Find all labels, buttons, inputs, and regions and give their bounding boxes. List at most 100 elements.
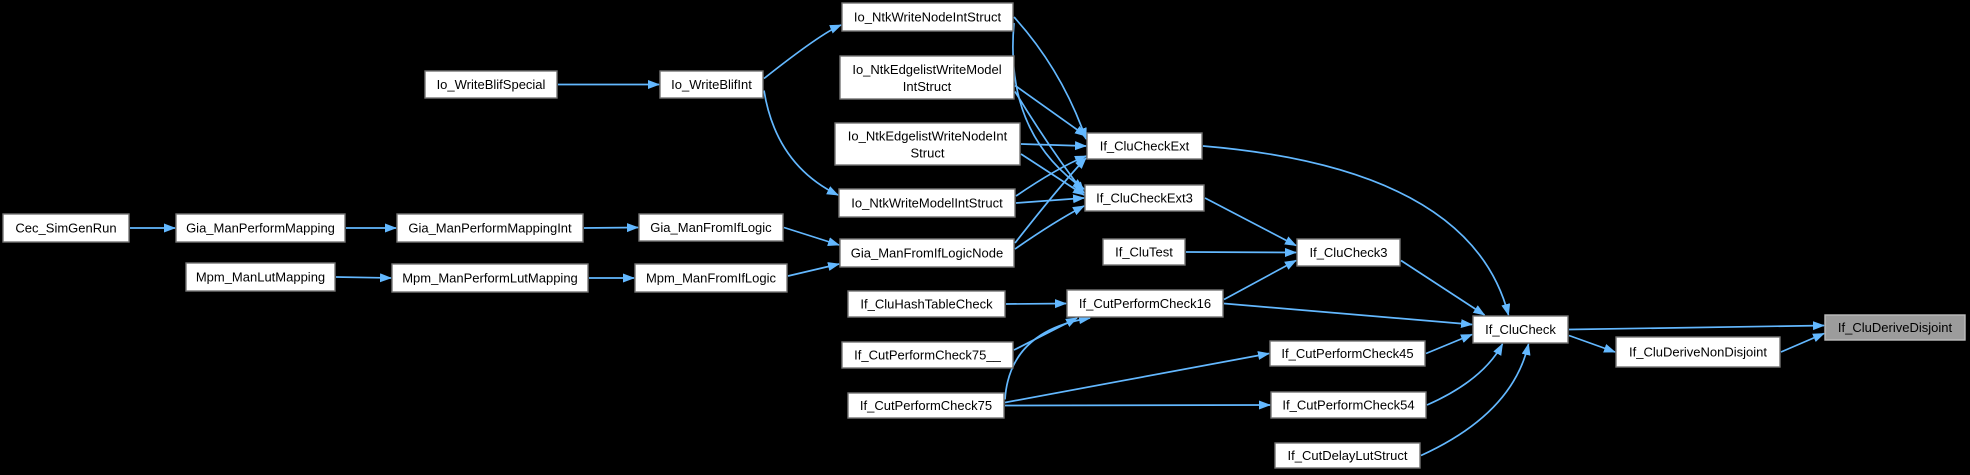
node-box-io_ntkedgelistwritenodeintstruct	[834, 122, 1021, 166]
node-label-if_clucheck: If_CluCheck	[1485, 322, 1556, 337]
node-label-if_cutdelaylutstruct: If_CutDelayLutStruct	[1288, 448, 1408, 463]
node-box-io_ntkedgelistwritemodelintstruct	[839, 55, 1015, 100]
node-box-mpm_manperformlutmapping	[391, 263, 589, 293]
edge-gia_manfromiflogic-gia_manfromiflogicnode	[783, 226, 840, 246]
node-label-if_cluhashtablecheck: If_CluHashTableCheck	[860, 297, 993, 312]
node-label-if_clucheck3: If_CluCheck3	[1309, 245, 1387, 260]
node-box-io_ntkwritenodeintstruct	[841, 2, 1014, 32]
node-if_cutdelaylutstruct[interactable]: If_CutDelayLutStruct	[1274, 442, 1421, 469]
node-label-gia_manfromiflogicnode: Gia_ManFromIfLogicNode	[851, 246, 1003, 261]
node-box-if_cutperformcheck75__	[841, 341, 1014, 369]
node-label-io_ntkedgelistwritenodeintstruct: Io_NtkEdgelistWriteNodeInt	[848, 129, 1008, 144]
edge-if_clucheck-if_cluderivenondisjoint	[1568, 334, 1616, 353]
node-cec_simgenrun[interactable]: Cec_SimGenRun	[2, 213, 130, 243]
node-box-mpm_manfromiflogic	[634, 263, 788, 293]
node-if_clutest[interactable]: If_CluTest	[1102, 238, 1186, 266]
node-io_ntkwritemodelintstruct[interactable]: Io_NtkWriteModelIntStruct	[838, 188, 1016, 218]
edge-gia_manfromiflogicnode-if_clucheckext3	[1014, 205, 1085, 250]
node-gia_manperformmappingint[interactable]: Gia_ManPerformMappingInt	[396, 213, 584, 243]
node-box-if_cutdelaylutstruct	[1274, 442, 1421, 469]
node-label-gia_manperformmapping: Gia_ManPerformMapping	[186, 221, 335, 236]
node-box-io_writeblifint	[659, 70, 764, 99]
node-box-if_clucheckext	[1086, 132, 1203, 160]
node-label-io_ntkedgelistwritemodelintstruct: Io_NtkEdgelistWriteModel	[852, 62, 1001, 77]
edge-if_cutperformcheck16-if_clucheck	[1223, 302, 1473, 329]
node-label-if_cutperformcheck75__: If_CutPerformCheck75__	[854, 348, 1001, 363]
edge-io_ntkedgelistwritenodeintstruct-if_clucheckext	[1020, 141, 1087, 151]
edge-if_cutperformcheck54-if_clucheck	[1426, 343, 1504, 406]
node-if_cutperformcheck45[interactable]: If_CutPerformCheck45	[1269, 340, 1426, 367]
edge-if_cluhashtablecheck-if_cutperformcheck16	[1005, 299, 1067, 309]
node-label-if_cutperformcheck54: If_CutPerformCheck54	[1282, 398, 1414, 413]
edge-gia_manfromiflogicnode-if_clucheckext	[1014, 157, 1087, 244]
node-if_clucheck3[interactable]: If_CluCheck3	[1296, 238, 1401, 267]
node-label-if_clutest: If_CluTest	[1115, 245, 1173, 260]
edge-mpm_manfromiflogic-gia_manfromiflogicnode	[787, 262, 840, 277]
node-box-if_cutperformcheck75	[847, 392, 1005, 419]
edge-if_clucheck-if_cluderivedisjoint	[1568, 321, 1825, 331]
node-box-if_cutperformcheck45	[1269, 340, 1426, 367]
edge-layer	[130, 16, 1825, 457]
node-gia_manfromiflogicnode[interactable]: Gia_ManFromIfLogicNode	[839, 238, 1015, 268]
node-label-if_clucheckext3: If_CluCheckExt3	[1096, 191, 1193, 206]
node-if_cutperformcheck75[interactable]: If_CutPerformCheck75	[847, 392, 1005, 419]
node-if_cutperformcheck75__[interactable]: If_CutPerformCheck75__	[841, 341, 1014, 369]
node-label-mpm_manperformlutmapping: Mpm_ManPerformLutMapping	[402, 271, 578, 286]
edge-io_ntkedgelistwritenodeintstruct-if_clucheckext3	[1020, 153, 1085, 196]
node-gia_manfromiflogic[interactable]: Gia_ManFromIfLogic	[638, 213, 784, 242]
node-box-if_clucheck3	[1296, 238, 1401, 267]
node-box-gia_manperformmapping	[175, 213, 346, 243]
node-box-if_cluderivedisjoint	[1824, 314, 1966, 341]
node-label-gia_manfromiflogic: Gia_ManFromIfLogic	[650, 220, 772, 235]
edge-if_cutperformcheck45-if_clucheck	[1425, 333, 1473, 355]
node-io_writeblifspecial[interactable]: Io_WriteBlifSpecial	[424, 70, 558, 99]
node-if_clucheckext[interactable]: If_CluCheckExt	[1086, 132, 1203, 160]
node-if_clucheckext3[interactable]: If_CluCheckExt3	[1084, 184, 1205, 212]
node-label-if_cutperformcheck45: If_CutPerformCheck45	[1281, 346, 1413, 361]
node-mpm_manlutmapping[interactable]: Mpm_ManLutMapping	[185, 262, 336, 292]
node-io_writeblifint[interactable]: Io_WriteBlifInt	[659, 70, 764, 99]
edge-if_cutdelaylutstruct-if_clucheck	[1420, 343, 1531, 457]
node-label-if_clucheckext: If_CluCheckExt	[1100, 139, 1190, 154]
node-box-io_ntkwritemodelintstruct	[838, 188, 1016, 218]
node-box-if_cutperformcheck54	[1270, 391, 1427, 419]
node-box-gia_manfromiflogicnode	[839, 238, 1015, 268]
node-label-io_ntkwritemodelintstruct: Io_NtkWriteModelIntStruct	[851, 196, 1003, 211]
node-label-io_ntkedgelistwritemodelintstruct-line2: IntStruct	[903, 79, 952, 94]
node-if_clucheck[interactable]: If_CluCheck	[1472, 315, 1569, 344]
edge-mpm_manlutmapping-mpm_manperformlutmapping	[335, 273, 392, 283]
node-if_cluderivedisjoint: If_CluDeriveDisjoint	[1824, 314, 1966, 341]
edge-gia_manperformmappingint-gia_manfromiflogic	[583, 223, 639, 233]
node-label-io_writeblifint: Io_WriteBlifInt	[671, 77, 752, 92]
edge-io_writeblifint-io_ntkwritemodelintstruct	[763, 90, 839, 196]
node-box-gia_manperformmappingint	[396, 213, 584, 243]
node-label-if_cutperformcheck75: If_CutPerformCheck75	[860, 398, 992, 413]
node-io_ntkwritenodeintstruct[interactable]: Io_NtkWriteNodeIntStruct	[841, 2, 1014, 32]
node-gia_manperformmapping[interactable]: Gia_ManPerformMapping	[175, 213, 346, 243]
edge-if_cutperformcheck16-if_clucheck3	[1223, 259, 1297, 301]
node-box-if_cluderivenondisjoint	[1615, 336, 1781, 368]
node-if_cutperformcheck16[interactable]: If_CutPerformCheck16	[1066, 289, 1224, 318]
node-mpm_manperformlutmapping[interactable]: Mpm_ManPerformLutMapping	[391, 263, 589, 293]
node-label-if_cutperformcheck16: If_CutPerformCheck16	[1079, 296, 1211, 311]
edge-io_ntkwritenodeintstruct-if_clucheckext	[1013, 16, 1087, 140]
edge-if_clucheckext-if_clucheck	[1202, 145, 1511, 316]
edge-if_cutperformcheck75-if_cutperformcheck45	[1004, 351, 1270, 404]
node-label-if_cluderivenondisjoint: If_CluDeriveNonDisjoint	[1629, 345, 1767, 360]
node-box-cec_simgenrun	[2, 213, 130, 243]
node-if_cluderivenondisjoint[interactable]: If_CluDeriveNonDisjoint	[1615, 336, 1781, 368]
node-mpm_manfromiflogic[interactable]: Mpm_ManFromIfLogic	[634, 263, 788, 293]
node-if_cutperformcheck54[interactable]: If_CutPerformCheck54	[1270, 391, 1427, 419]
node-if_cluhashtablecheck[interactable]: If_CluHashTableCheck	[847, 290, 1006, 318]
node-label-mpm_manlutmapping: Mpm_ManLutMapping	[196, 270, 325, 285]
node-label-gia_manperformmappingint: Gia_ManPerformMappingInt	[408, 221, 572, 236]
node-box-if_clucheckext3	[1084, 184, 1205, 212]
node-box-if_cluhashtablecheck	[847, 290, 1006, 318]
node-label-io_ntkwritenodeintstruct: Io_NtkWriteNodeIntStruct	[854, 10, 1002, 25]
edge-if_cutperformcheck75-if_cutperformcheck16	[1004, 315, 1091, 400]
node-box-if_cutperformcheck16	[1066, 289, 1224, 318]
